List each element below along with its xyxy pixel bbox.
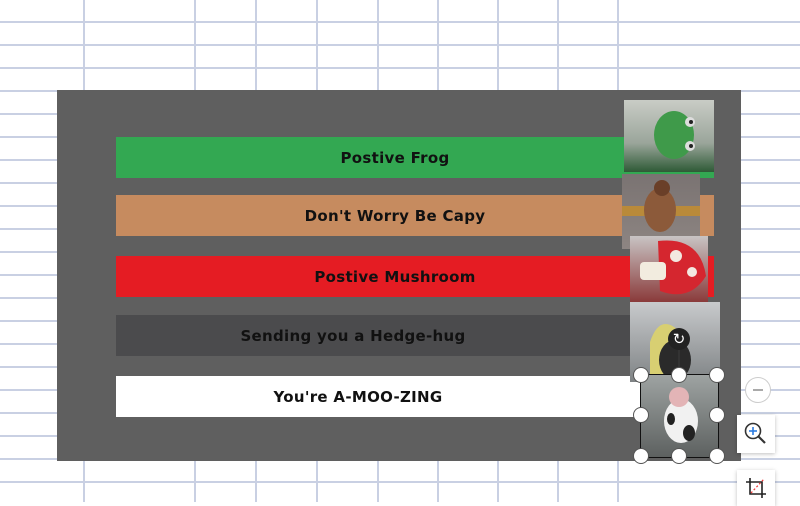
card-banner-hedgehog[interactable]: Sending you a Hedge-hug — [116, 315, 630, 356]
card-banner-frog[interactable]: Postive Frog — [116, 137, 714, 178]
resize-handle-bottom[interactable] — [671, 448, 687, 464]
zoom-in-icon — [744, 422, 766, 444]
card-label: You're A-MOO-ZING — [273, 387, 443, 406]
resize-handle-top-left[interactable] — [633, 367, 649, 383]
zoom-out-button[interactable] — [745, 377, 771, 403]
crop-icon — [746, 478, 766, 498]
card-banner-mushroom[interactable]: Postive Mushroom — [116, 256, 714, 297]
resize-handle-top[interactable] — [671, 367, 687, 383]
rotate-handle-stem — [678, 350, 680, 374]
resize-handle-bottom-left[interactable] — [633, 448, 649, 464]
card-label: Postive Frog — [340, 148, 450, 167]
cow-photo-selected[interactable] — [640, 374, 719, 458]
card-banner-cow[interactable]: You're A-MOO-ZING — [116, 376, 640, 417]
resize-handle-top-right[interactable] — [709, 367, 725, 383]
rotate-handle[interactable]: ↻ — [668, 328, 690, 350]
frog-photo[interactable] — [624, 100, 714, 172]
zoom-in-button[interactable] — [737, 415, 775, 453]
resize-handle-bottom-right[interactable] — [709, 448, 725, 464]
resize-handle-left[interactable] — [633, 407, 649, 423]
resize-handle-right[interactable] — [709, 407, 725, 423]
card-label: Don't Worry Be Capy — [304, 206, 486, 225]
zoom-out-icon — [753, 389, 763, 391]
crop-button[interactable] — [737, 470, 775, 506]
mushroom-photo[interactable] — [630, 236, 708, 302]
card-label: Postive Mushroom — [314, 267, 476, 286]
card-label: Sending you a Hedge-hug — [240, 326, 466, 345]
card-banner-capy[interactable]: Don't Worry Be Capy — [116, 195, 714, 236]
